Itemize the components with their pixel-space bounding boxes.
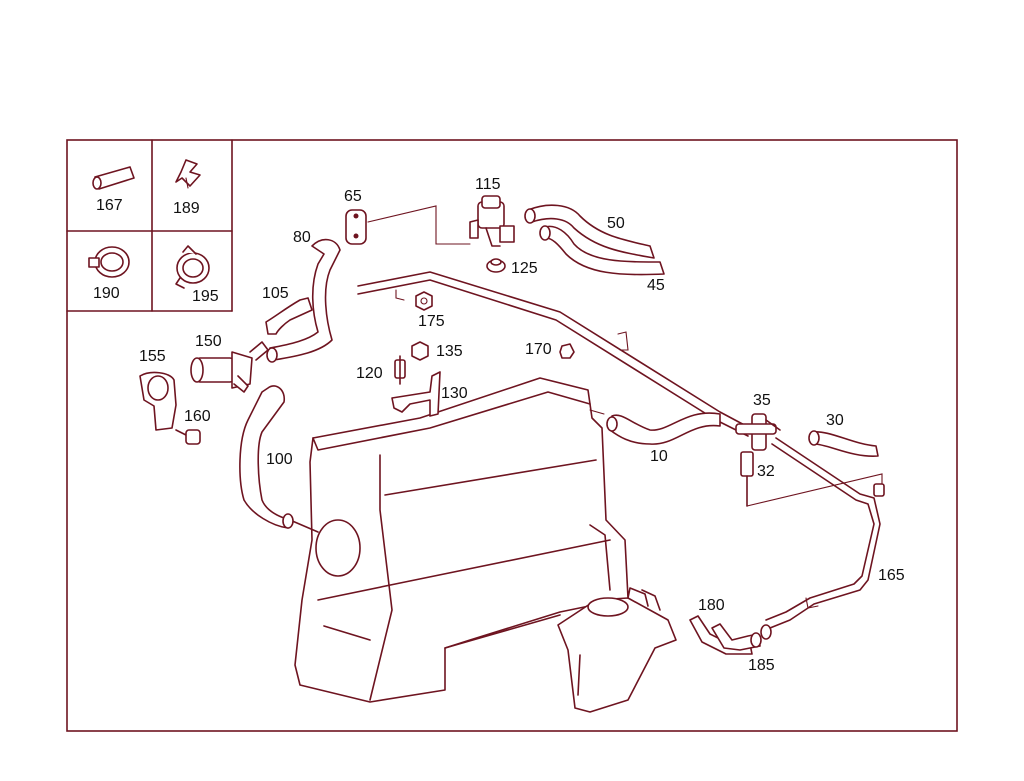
callout-30: 30 <box>826 412 844 429</box>
callout-130: 130 <box>441 385 468 402</box>
callout-185: 185 <box>748 657 775 674</box>
hose-sleeve-icon <box>92 166 135 190</box>
legend-label-167: 167 <box>96 197 123 214</box>
callout-105: 105 <box>262 285 289 302</box>
callout-160: 160 <box>184 408 211 425</box>
callout-10: 10 <box>650 448 668 465</box>
hose-45 <box>541 225 665 276</box>
callout-100: 100 <box>266 451 293 468</box>
nut-135 <box>411 341 429 361</box>
t-piece-35 <box>735 413 781 451</box>
sensor-120 <box>394 355 406 385</box>
connector-65 <box>345 209 367 245</box>
callout-120: 120 <box>356 365 383 382</box>
callout-135: 135 <box>436 343 463 360</box>
expansion-tank <box>557 587 677 713</box>
callout-125: 125 <box>511 260 538 277</box>
callout-180: 180 <box>698 597 725 614</box>
diagram-frame <box>66 139 958 732</box>
callout-155: 155 <box>139 348 166 365</box>
clip-170 <box>559 343 575 359</box>
aux-water-pump <box>190 341 269 393</box>
legend-grid <box>66 139 233 312</box>
callout-45: 45 <box>647 277 665 294</box>
hose-80 <box>269 238 341 361</box>
spring-clamp-icon <box>175 245 210 289</box>
legend-label-195: 195 <box>192 288 219 305</box>
clip-icon <box>175 159 201 189</box>
callout-150: 150 <box>195 333 222 350</box>
callout-32: 32 <box>757 463 775 480</box>
hose-50 <box>527 204 655 259</box>
heater-valve-115 <box>469 195 515 247</box>
fitting-32 <box>740 451 754 507</box>
callout-35: 35 <box>753 392 771 409</box>
bracket-130 <box>391 371 441 417</box>
callout-170: 170 <box>525 341 552 358</box>
callout-165: 165 <box>878 567 905 584</box>
legend-label-189: 189 <box>173 200 200 217</box>
callout-80: 80 <box>293 229 311 246</box>
legend-label-190: 190 <box>93 285 120 302</box>
engine-block <box>289 377 629 703</box>
pipe-165 <box>769 437 881 629</box>
callout-175: 175 <box>418 313 445 330</box>
bolt-160 <box>175 429 201 445</box>
callout-50: 50 <box>607 215 625 232</box>
hose-30 <box>811 431 879 457</box>
hose-10 <box>609 412 721 445</box>
hose-105 <box>265 297 313 335</box>
hose-100 <box>239 385 291 529</box>
callout-115: 115 <box>475 176 501 193</box>
callout-65: 65 <box>344 188 362 205</box>
grommet-125 <box>486 258 506 273</box>
hose-clamp-icon <box>88 246 130 278</box>
nut-175 <box>415 291 433 311</box>
coolant-pipe-long <box>357 271 751 429</box>
